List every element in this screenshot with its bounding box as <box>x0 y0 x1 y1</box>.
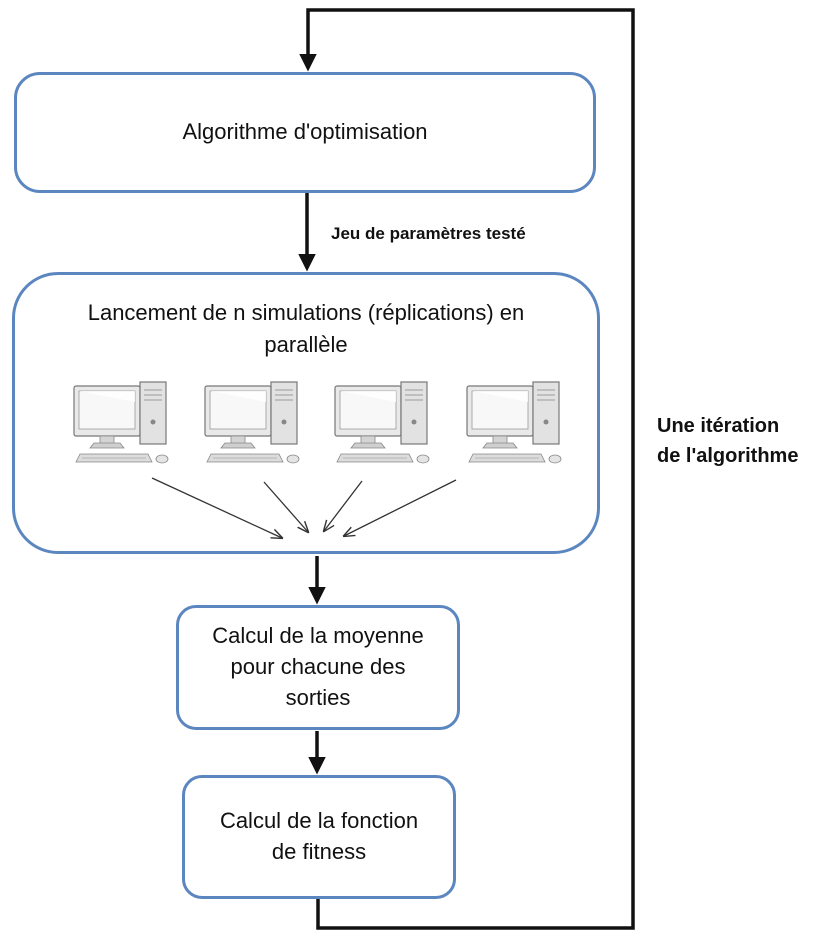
computer-icon <box>73 381 169 464</box>
optimisation-box: Algorithme d'optimisation <box>14 72 596 193</box>
computer-icon <box>466 381 562 464</box>
converge-arrow <box>151 477 282 538</box>
fitness-label: Calcul de la fonction de fitness <box>219 808 419 864</box>
iteration-label-line2: de l'algorithme <box>657 445 799 467</box>
converge-arrow <box>324 480 363 531</box>
mean-label: Calcul de la moyenne pour chacune des so… <box>212 623 424 710</box>
fitness-box: Calcul de la fonction de fitness <box>182 775 456 899</box>
converge-arrow <box>344 479 457 536</box>
mean-box: Calcul de la moyenne pour chacune des so… <box>176 605 460 730</box>
simulations-label: Lancement de n simulations (réplications… <box>87 300 525 357</box>
iteration-label: Une itération de l'algorithme <box>657 411 798 471</box>
computer-icon <box>334 381 430 464</box>
iteration-label-line1: Une itération <box>657 415 780 437</box>
computer-icon <box>204 381 300 464</box>
converge-arrow <box>263 481 308 532</box>
parameters-label: Jeu de paramètres testé <box>331 224 526 243</box>
optimisation-label: Algorithme d'optimisation <box>182 119 428 145</box>
loop-arrow <box>299 8 635 930</box>
